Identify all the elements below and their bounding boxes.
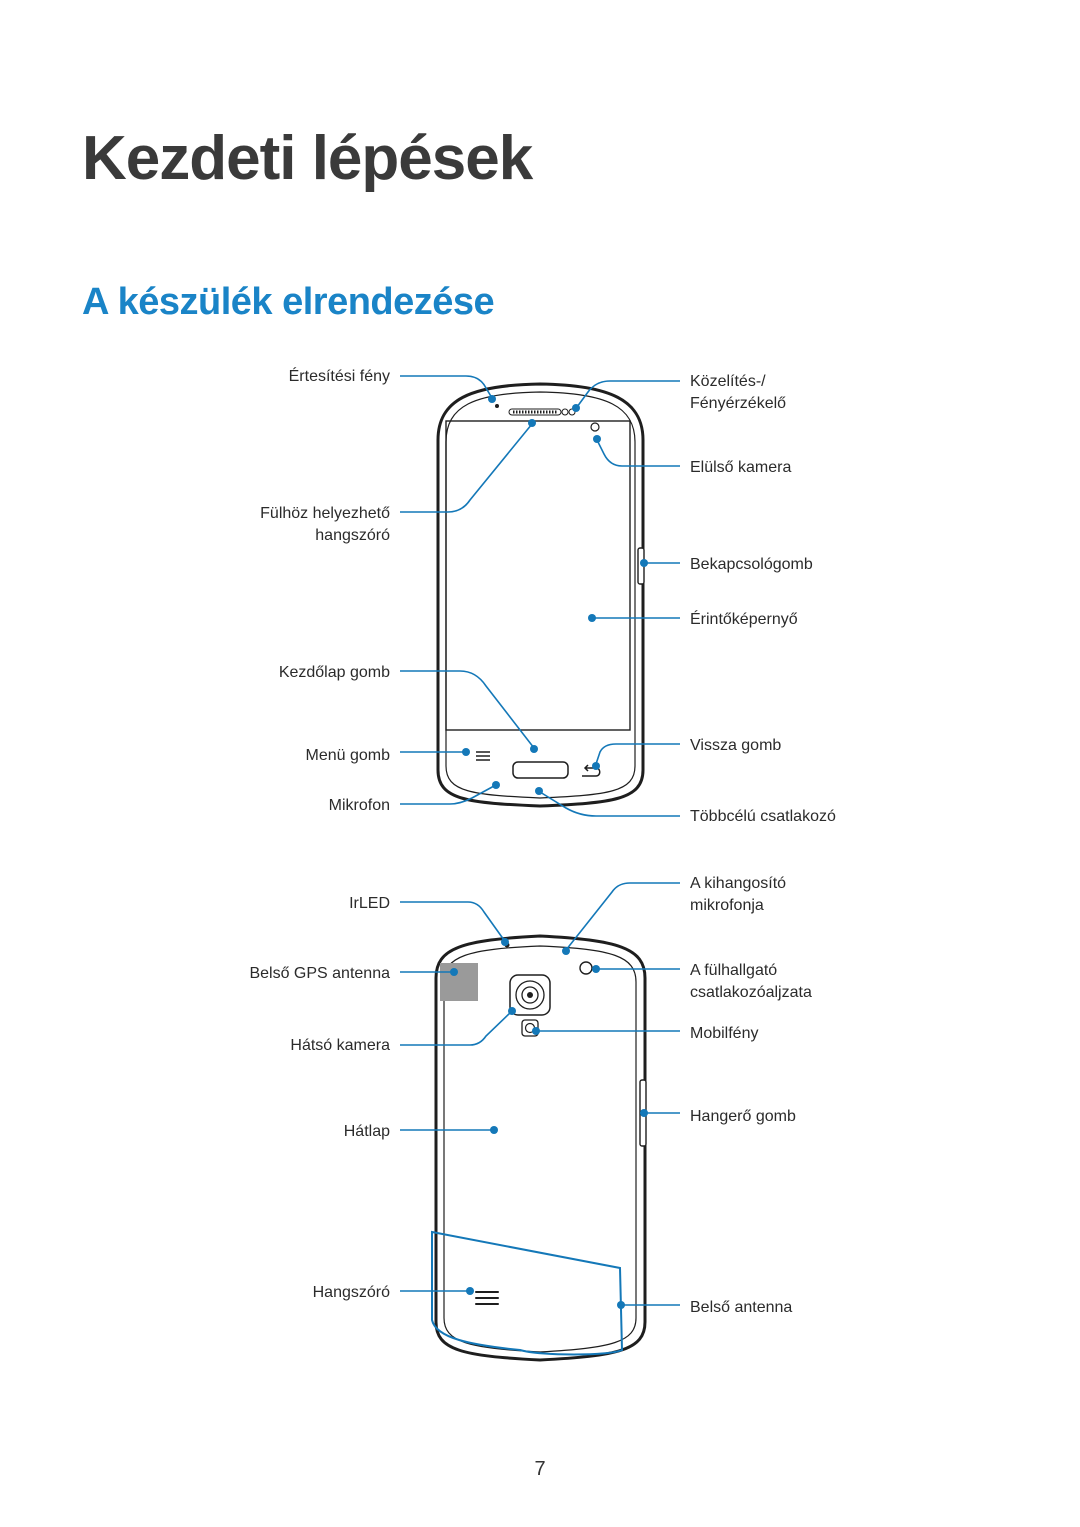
label-flash: Mobilfény: [690, 1025, 758, 1042]
label-proximity-line1: Közelítés-/: [690, 373, 766, 390]
page-title: Kezdeti lépések: [82, 124, 533, 193]
back-phone-illustration: [431, 934, 647, 1362]
headset-jack: [579, 961, 593, 975]
main-antenna-region: [431, 1230, 624, 1356]
home-key: [512, 761, 569, 779]
speaker-grille: [475, 1291, 499, 1305]
earpiece-grille: [508, 408, 562, 416]
label-proximity-line2: Fényérzékelő: [690, 395, 786, 412]
label-speaker: Hangszóró: [313, 1284, 390, 1301]
label-irled: IrLED: [349, 895, 390, 912]
label-power-key: Bekapcsológomb: [690, 556, 813, 573]
section-title: A készülék elrendezése: [82, 281, 495, 323]
page-number: 7: [534, 1458, 546, 1480]
label-rear-camera: Hátsó kamera: [290, 1037, 390, 1054]
label-back-cover: Hátlap: [344, 1123, 390, 1140]
label-notification-light: Értesítési fény: [289, 366, 390, 385]
rear-camera-module: [509, 974, 551, 1016]
label-earpiece-line2: hangszóró: [315, 527, 390, 544]
label-earpiece-line1: Fülhöz helyezhető: [260, 505, 390, 522]
label-back-key: Vissza gomb: [690, 737, 781, 754]
notification-led: [495, 404, 499, 408]
label-touch-screen: Érintőképernyő: [690, 609, 798, 628]
front-camera-lens: [590, 422, 600, 432]
label-volume-key: Hangerő gomb: [690, 1108, 796, 1125]
label-speakerphone-mic-line1: A kihangosító: [690, 875, 786, 892]
touch-screen-panel: [445, 420, 631, 731]
back-callouts: [400, 882, 680, 1309]
front-phone-illustration: [436, 382, 645, 808]
label-gps-antenna: Belső GPS antenna: [249, 965, 390, 982]
gps-antenna-area: [440, 963, 478, 1001]
menu-key-icon: [476, 751, 490, 761]
front-callouts: [400, 375, 680, 817]
label-multipurpose-jack: Többcélú csatlakozó: [690, 808, 836, 825]
label-front-camera: Elülső kamera: [690, 459, 791, 476]
proximity-sensor: [561, 408, 569, 416]
label-headset-jack-line1: A fülhallgató: [690, 962, 777, 979]
label-home-key: Kezdőlap gomb: [279, 664, 390, 681]
label-microphone: Mikrofon: [329, 797, 390, 814]
label-menu-key: Menü gomb: [306, 747, 391, 764]
label-speakerphone-mic-line2: mikrofonja: [690, 897, 764, 914]
label-main-antenna: Belső antenna: [690, 1299, 792, 1316]
label-headset-jack-line2: csatlakozóaljzata: [690, 984, 812, 1001]
